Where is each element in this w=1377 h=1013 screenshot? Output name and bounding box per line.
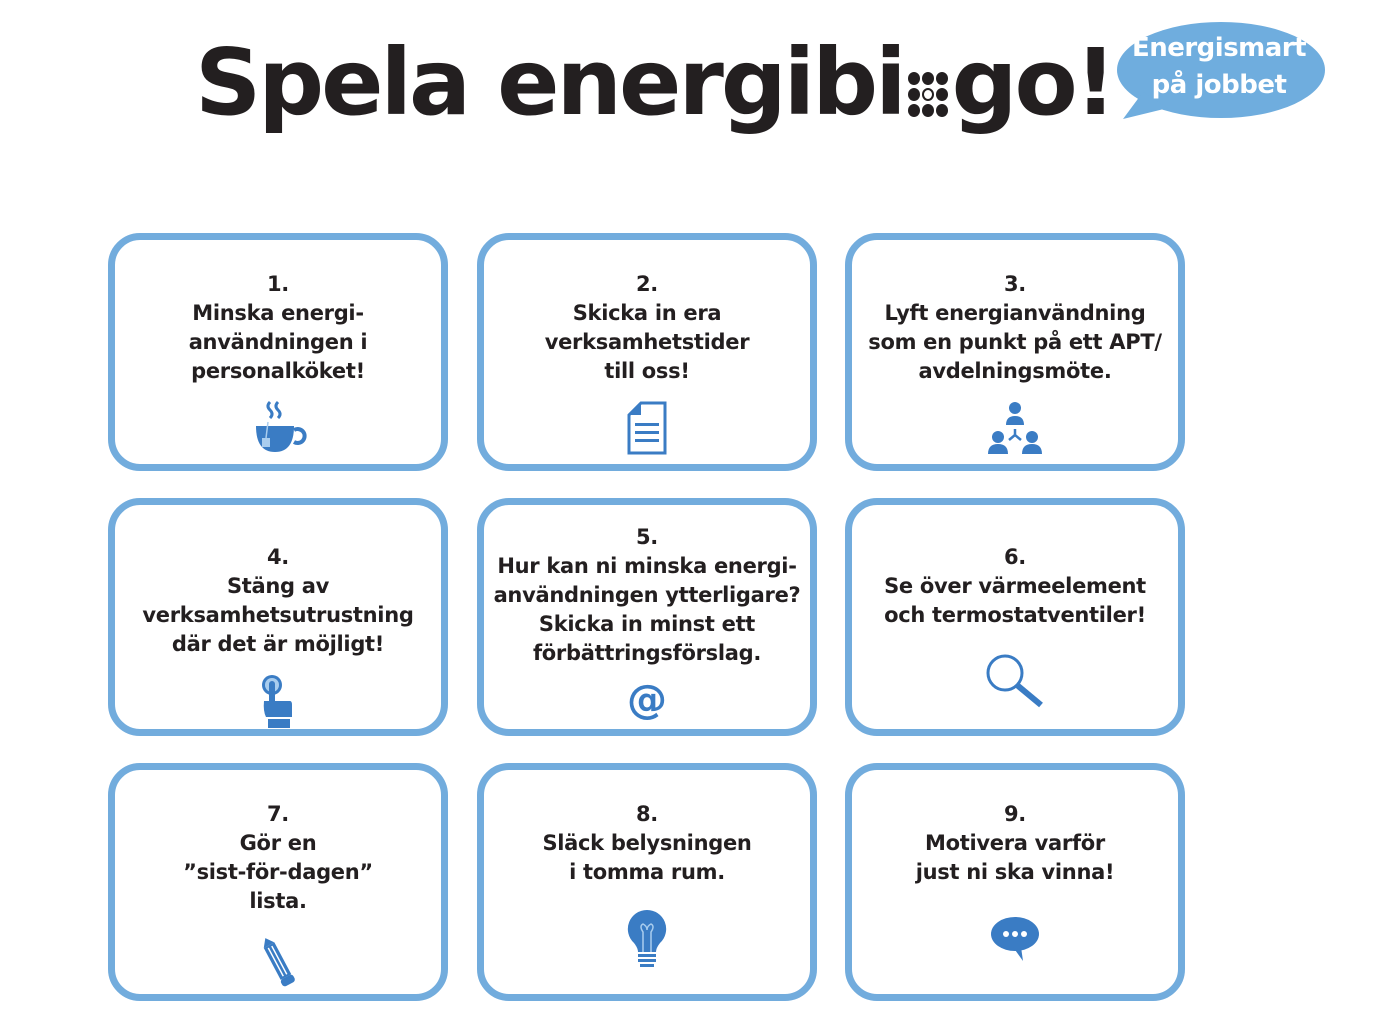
card-line: användningen ytterligare? xyxy=(493,583,801,607)
tea-cup-icon xyxy=(248,396,308,460)
card-number: 3. xyxy=(1004,272,1026,296)
card-line: ”sist-för-dagen” xyxy=(183,860,373,884)
bingo-dot-grid-icon xyxy=(907,71,948,117)
card-line: verksamhetstider xyxy=(544,330,750,354)
card-line: användningen i xyxy=(188,330,368,354)
card-line: Motivera varför xyxy=(925,831,1105,855)
card-line: Släck belysningen xyxy=(542,831,752,855)
card-line: Stäng av xyxy=(226,574,330,598)
card-line: Se över värmeelement xyxy=(884,574,1146,598)
card-number: 5. xyxy=(635,525,658,549)
card-line: till oss! xyxy=(604,359,690,383)
card-number: 4. xyxy=(266,545,289,569)
magnifier-icon xyxy=(983,648,1047,712)
bingo-card-4[interactable]: 4. Stäng av verksamhetsutrustning där de… xyxy=(108,498,448,736)
card-line: och termostatventiler! xyxy=(884,603,1146,627)
card-line: Skicka in minst ett xyxy=(538,612,756,636)
at-sign-icon: @ xyxy=(627,677,667,723)
bingo-card-7[interactable]: 7. Gör en ”sist-för-dagen” lista. xyxy=(108,763,448,1001)
title-text-end: go! xyxy=(951,28,1117,136)
badge-line-2: på jobbet xyxy=(1151,70,1287,100)
document-icon xyxy=(625,396,669,460)
energismart-badge: Energismart på jobbet xyxy=(1113,22,1325,120)
card-line: Minska energi- xyxy=(192,301,364,325)
card-line: just ni ska vinna! xyxy=(915,860,1115,884)
card-line: Skicka in era xyxy=(572,301,722,325)
speech-bubble-shape-icon xyxy=(1117,22,1325,119)
card-line: verksamhetsutrustning xyxy=(142,603,414,627)
page-title: Spela energibi go! xyxy=(195,22,1117,142)
bingo-card-8[interactable]: 8. Släck belysningen i tomma rum. xyxy=(477,763,817,1001)
card-line: förbättringsförslag. xyxy=(532,641,762,665)
bingo-card-5[interactable]: 5. Hur kan ni minska energi- användninge… xyxy=(477,498,817,736)
card-line: personalköket! xyxy=(191,359,365,383)
bingo-card-6[interactable]: 6. Se över värmeelement och termostatven… xyxy=(845,498,1185,736)
meeting-people-icon xyxy=(987,396,1043,460)
bingo-card-2[interactable]: 2. Skicka in era verksamhetstider till o… xyxy=(477,233,817,471)
card-line: i tomma rum. xyxy=(569,860,725,884)
card-line: Lyft energianvändning xyxy=(884,301,1146,325)
hand-pointer-icon xyxy=(258,673,298,729)
card-number: 2. xyxy=(635,272,658,296)
card-number: 9. xyxy=(1003,802,1026,826)
card-line: där det är möjligt! xyxy=(171,632,385,656)
light-bulb-icon xyxy=(626,907,668,971)
bingo-card-3[interactable]: 3. Lyft energianvändning som en punkt på… xyxy=(845,233,1185,471)
card-number: 8. xyxy=(635,802,658,826)
card-line: Hur kan ni minska energi- xyxy=(497,554,797,578)
card-number: 7. xyxy=(266,802,289,826)
bingo-card-9[interactable]: 9. Motivera varför just ni ska vinna! xyxy=(845,763,1185,1001)
card-number: 6. xyxy=(1004,545,1026,569)
title-text-start: Spela energibi xyxy=(195,28,907,136)
badge-line-1: Energismart xyxy=(1131,33,1307,63)
card-line: som en punkt på ett APT/ xyxy=(868,330,1162,354)
bingo-card-1[interactable]: 1. Minska energi- användningen i persona… xyxy=(108,233,448,471)
speech-bubble-icon xyxy=(989,907,1041,971)
card-number: 1. xyxy=(266,272,289,296)
pencil-icon xyxy=(258,930,298,994)
card-line: lista. xyxy=(249,889,307,913)
card-line: avdelningsmöte. xyxy=(918,359,1112,383)
card-line: Gör en xyxy=(239,831,317,855)
